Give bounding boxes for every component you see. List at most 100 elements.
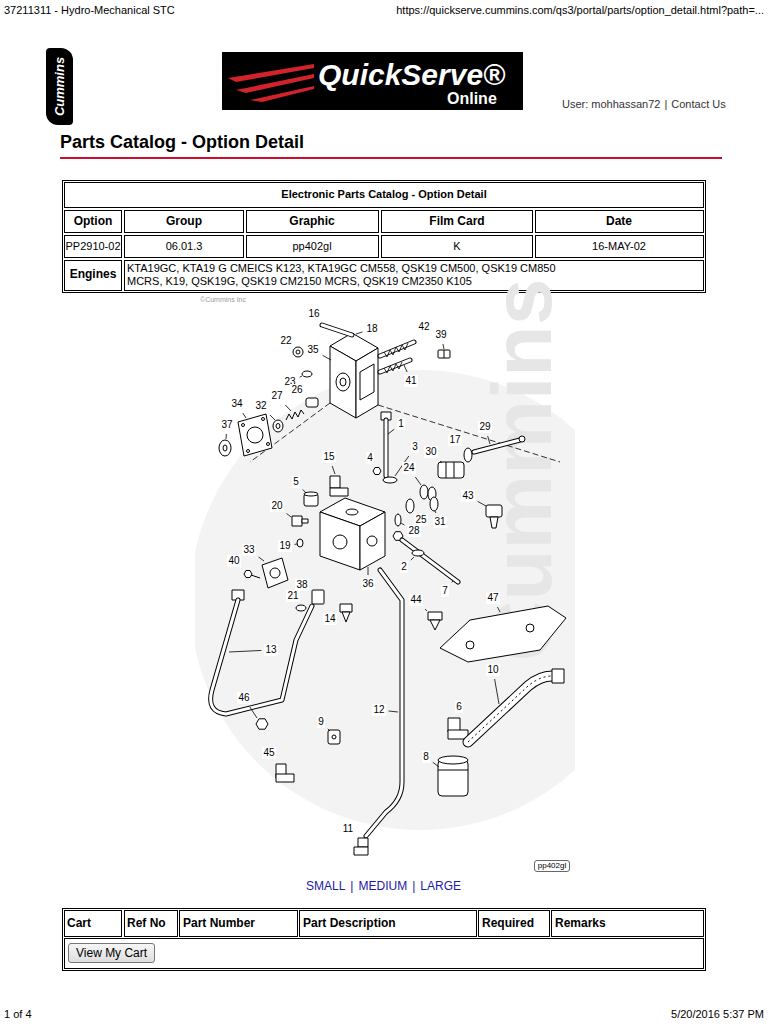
leader-line bbox=[300, 376, 302, 377]
leader-line bbox=[404, 365, 407, 372]
callout-number: 10 bbox=[486, 664, 499, 676]
row-header: Engines bbox=[70, 268, 117, 282]
o-ring bbox=[406, 499, 414, 513]
mounting-bracket bbox=[440, 606, 566, 662]
column-header: Ref No bbox=[127, 917, 166, 931]
flange-plate bbox=[238, 414, 272, 456]
capscrew bbox=[381, 412, 391, 476]
leader-line bbox=[498, 607, 501, 612]
browser-page-title: 37211311 - Hydro-Mechanical STC bbox=[4, 4, 175, 17]
callout-number: 12 bbox=[372, 704, 385, 716]
lower-housing bbox=[320, 498, 385, 570]
elbow-fitting bbox=[448, 718, 468, 739]
separator: | bbox=[350, 880, 353, 894]
plunger bbox=[306, 398, 318, 407]
hose bbox=[468, 669, 564, 742]
callout-number: 16 bbox=[307, 308, 320, 320]
heading-rule bbox=[60, 157, 722, 159]
leader-line bbox=[452, 581, 453, 583]
brand-logo: Cummins bbox=[46, 48, 73, 125]
table-cell: K bbox=[453, 240, 460, 253]
nut bbox=[256, 719, 268, 729]
pin bbox=[322, 325, 352, 335]
leader-line bbox=[226, 434, 227, 439]
callout-number: 33 bbox=[242, 544, 255, 556]
page-number: 1 of 4 bbox=[4, 1008, 32, 1021]
button-label: View My Cart bbox=[76, 947, 147, 959]
leader-line bbox=[270, 415, 275, 420]
leader-line bbox=[440, 461, 442, 463]
washer bbox=[296, 605, 306, 611]
elbow-fitting bbox=[354, 838, 368, 855]
callout-number: 43 bbox=[461, 490, 474, 502]
column-header: Part Description bbox=[303, 917, 396, 931]
callout-number: 40 bbox=[227, 555, 240, 567]
o-ring bbox=[430, 497, 438, 511]
callout-number: 32 bbox=[254, 400, 267, 412]
table-cell: 06.01.3 bbox=[166, 240, 203, 253]
leader-line bbox=[259, 557, 264, 561]
brand-name: Cummins bbox=[53, 57, 66, 116]
callout-number: 3 bbox=[411, 441, 419, 453]
leader-line bbox=[495, 679, 499, 704]
graphic-id: pp402gl bbox=[534, 860, 570, 872]
leader-line bbox=[488, 436, 490, 444]
leader-line bbox=[415, 477, 421, 485]
callout-number: 6 bbox=[455, 701, 463, 713]
print-date: 5/20/2016 5:37 PM bbox=[671, 1008, 764, 1021]
leader-line bbox=[443, 344, 444, 349]
callout-number: 42 bbox=[417, 321, 430, 333]
callout-number: 39 bbox=[434, 329, 447, 341]
callout-number: 1 bbox=[397, 418, 405, 430]
callout-number: 37 bbox=[220, 419, 233, 431]
callout-number: 17 bbox=[448, 434, 461, 446]
leader-line bbox=[435, 511, 437, 513]
leader-line bbox=[295, 544, 297, 545]
leader-line bbox=[328, 729, 330, 731]
tube bbox=[366, 570, 402, 836]
spring bbox=[286, 410, 304, 420]
spring-plunger bbox=[380, 342, 414, 357]
callout-number: 29 bbox=[478, 421, 491, 433]
callout-number: 9 bbox=[317, 716, 325, 728]
long-capscrew bbox=[393, 532, 458, 582]
callout-number: 11 bbox=[342, 823, 354, 835]
callout-number: 35 bbox=[306, 344, 319, 356]
column-header: Cart bbox=[67, 917, 91, 931]
callout-number: 13 bbox=[264, 644, 277, 656]
product-name: QuickServe® bbox=[318, 60, 505, 90]
leader-line bbox=[250, 707, 257, 718]
callout-number: 45 bbox=[262, 747, 275, 759]
pressure-sensor bbox=[486, 505, 502, 528]
page-heading: Parts Catalog - Option Detail bbox=[60, 132, 304, 153]
callout-number: 30 bbox=[424, 446, 437, 458]
leader-line bbox=[368, 567, 369, 575]
leader-line bbox=[433, 762, 439, 767]
parts-table-frame bbox=[63, 909, 706, 971]
callout-number: 26 bbox=[290, 384, 303, 396]
option-table-frame bbox=[63, 181, 706, 293]
flange-connector bbox=[262, 558, 288, 588]
callout-number: 28 bbox=[407, 525, 420, 537]
callout-number: 41 bbox=[404, 375, 417, 387]
callout-number: 14 bbox=[323, 613, 336, 625]
contact-link: Contact Us bbox=[671, 98, 725, 111]
column-header: Date bbox=[606, 215, 632, 229]
callout-number: 31 bbox=[433, 516, 446, 528]
column-header: Required bbox=[482, 917, 534, 931]
callout-number: 44 bbox=[409, 594, 422, 606]
engine-list: KTA19GC, KTA19 G CMEICS K123, KTA19GC CM… bbox=[127, 262, 577, 288]
callout-number: 27 bbox=[270, 390, 283, 402]
nut bbox=[438, 350, 450, 358]
callout-number: 46 bbox=[237, 692, 250, 704]
o-ring bbox=[297, 539, 303, 547]
fitting bbox=[292, 516, 308, 526]
separator: | bbox=[664, 98, 667, 111]
plug bbox=[293, 347, 303, 357]
callout-number: 4 bbox=[366, 452, 374, 464]
leader-line bbox=[243, 413, 246, 418]
callout-number: 20 bbox=[270, 500, 283, 512]
size-link: MEDIUM bbox=[358, 880, 407, 894]
